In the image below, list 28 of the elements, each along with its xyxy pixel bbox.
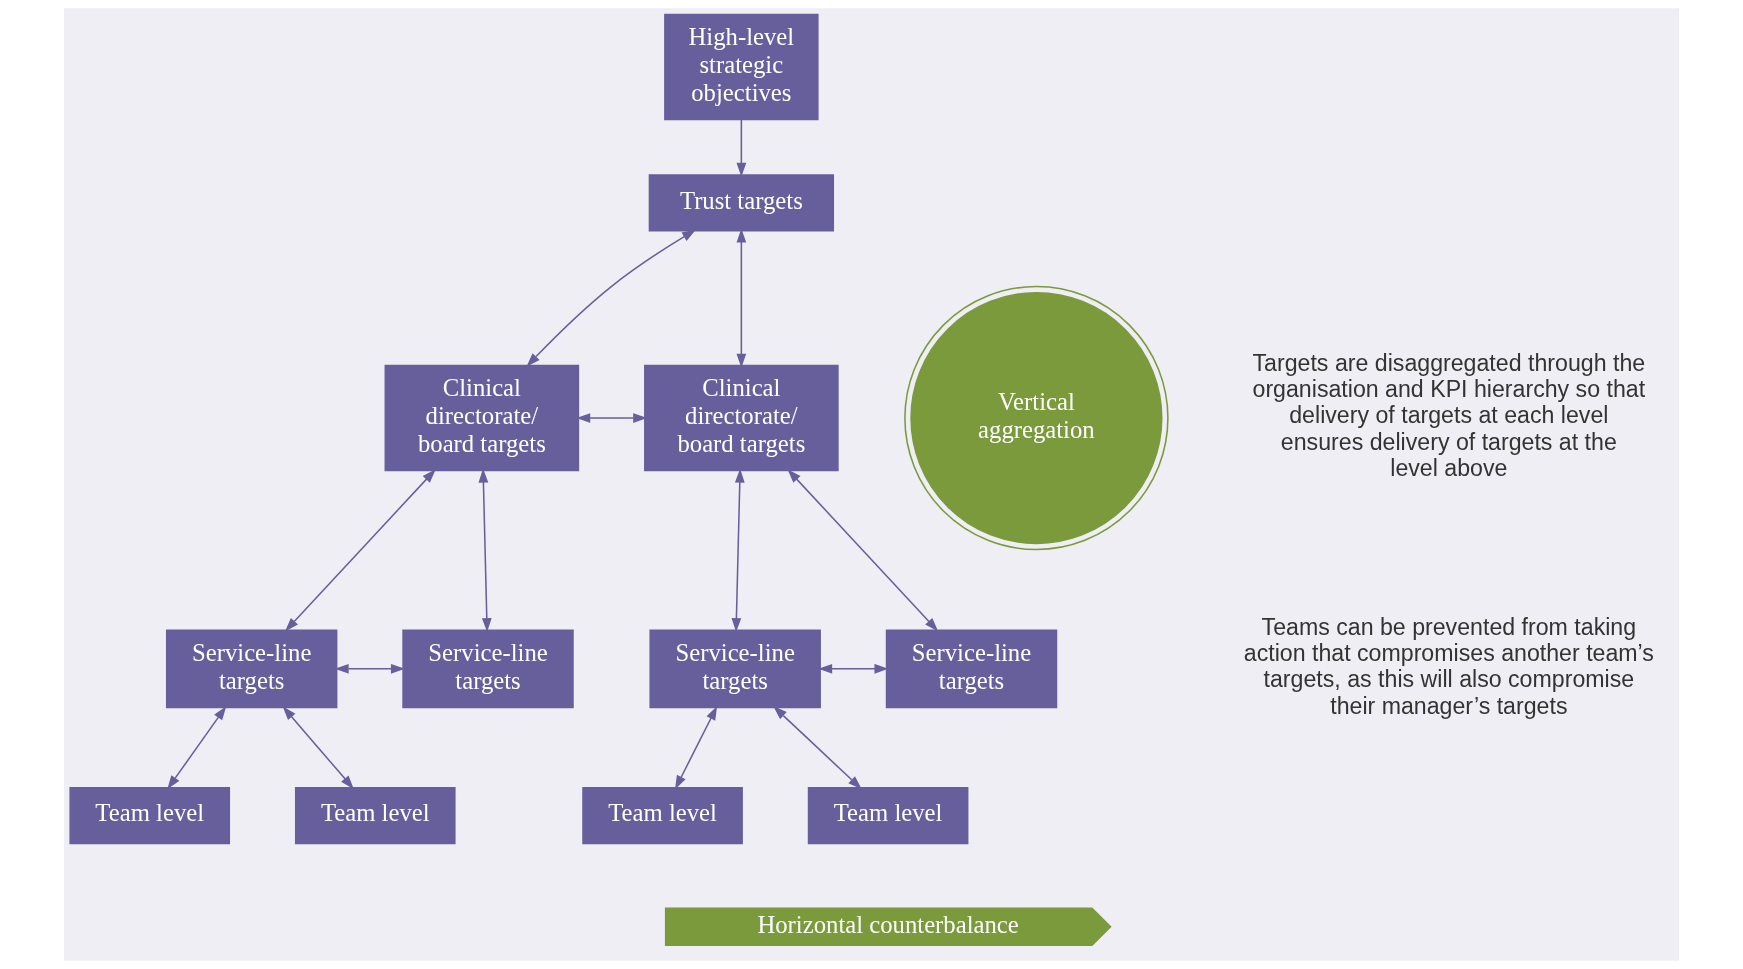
node-box: Service-line targets: [885, 629, 1058, 709]
label: Targets are disaggregated through the organisation and KPI hierarchy so that delivery of targets at each level ensures delivery of targets at the level above: [1252, 349, 1646, 481]
node-circle: Vertical aggregation: [904, 285, 1169, 551]
node-box: Team level: [582, 787, 743, 845]
node-box: Service-line targets: [165, 629, 338, 709]
arrow: [787, 469, 939, 632]
arrow: [773, 706, 862, 790]
arrow: [731, 468, 745, 633]
node-box: Clinical directorate/ board targets: [384, 364, 580, 472]
arrow: [167, 706, 227, 790]
arrow: [284, 469, 436, 632]
label: Teams can be prevented from taking action that compromises another team’s targets, as this will also compromise their manager’s targets: [1243, 613, 1654, 719]
node-box: Team level: [807, 787, 969, 845]
arrow: [736, 118, 747, 177]
arrow: [478, 468, 492, 633]
node-box: Service-line targets: [649, 629, 821, 709]
node-box: Team level: [69, 787, 231, 845]
arrow: [526, 229, 696, 367]
node-box: High-level strategic objectives: [664, 13, 819, 121]
node-box: Service-line targets: [402, 629, 574, 709]
node-box: Clinical directorate/ board targets: [644, 364, 839, 472]
arrow: [674, 706, 718, 790]
node-box: Team level: [294, 787, 456, 845]
node-box: Trust targets: [648, 174, 835, 232]
arrow: [334, 663, 405, 674]
arrow: [736, 228, 747, 368]
arrow: [818, 663, 889, 674]
arrow: [282, 706, 354, 790]
